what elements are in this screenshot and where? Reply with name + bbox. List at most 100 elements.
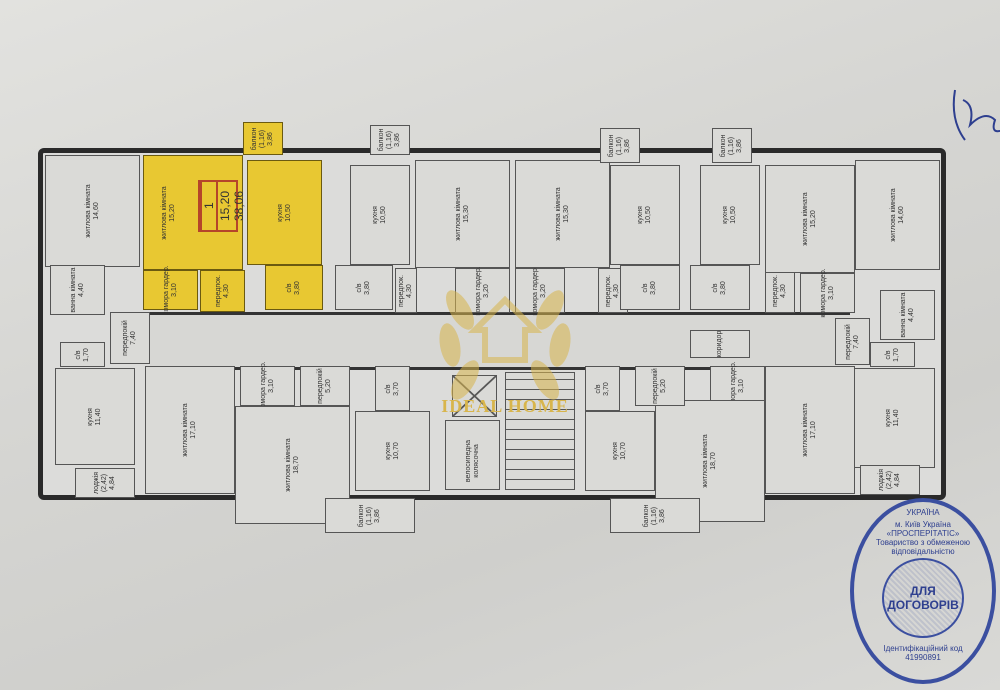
stamp-center-line1: ДЛЯ — [910, 584, 936, 598]
room-name: балкон — [251, 127, 258, 150]
room-area: 3,86 — [736, 138, 743, 153]
stamp-border-text: УКРАЇНА — [906, 508, 940, 517]
room: комора гардер.3,10 — [800, 268, 855, 318]
room-name: балкон — [720, 134, 727, 157]
room-label: передпок.4,30 — [772, 274, 788, 306]
room-area: 3,10 — [170, 283, 178, 297]
stamp-ring-text: м. Київ Україна «ПРОСПЕРІТАТІС» Товарист… — [875, 520, 970, 556]
room-name: житлова кімната — [284, 438, 292, 492]
room-name: житлова кімната — [161, 185, 168, 240]
room-name: коридор — [716, 330, 723, 358]
room-label: передпок.4,30 — [215, 275, 231, 307]
room-area: 18,70 — [710, 452, 717, 470]
room-label: передпок.4,30 — [605, 274, 621, 306]
room-area: 4,84 — [109, 476, 116, 490]
room-area: 7,40 — [130, 331, 137, 345]
room-name: передпок. — [398, 274, 405, 307]
room-name: ванна кімната — [69, 267, 77, 313]
room-area: 15,20 — [810, 210, 817, 228]
room-area: 15,30 — [562, 205, 570, 223]
room: коридор — [690, 330, 750, 358]
room-name: житлова кімната — [889, 188, 897, 242]
room-label: лоджія(2,42)4,84 — [878, 469, 902, 491]
room-extra: (1,16) — [386, 130, 393, 150]
room-area: 3,86 — [374, 508, 381, 523]
room-label: коридор — [716, 331, 724, 358]
room-name: передпокій — [122, 320, 129, 356]
stamp-center-line2: ДОГОВОРІВ — [887, 598, 959, 612]
room-extra: (1,16) — [616, 136, 623, 155]
room-label: комора гардер.3,10 — [820, 268, 836, 317]
room-label: балкон(1,16)3,86 — [251, 127, 275, 150]
room-area: 3,80 — [364, 280, 371, 295]
room-name: с/в — [286, 282, 293, 293]
room: передпок.4,30 — [395, 268, 417, 313]
room-area: 3,70 — [602, 381, 610, 396]
room: балкон(1,16)3,86 — [243, 122, 283, 155]
room-area: 10,50 — [645, 206, 652, 224]
room-area: 4,40 — [907, 308, 915, 322]
stamp-code-text: Ідентифікаційний код 41990891 — [883, 644, 963, 662]
room-name: житлова кімната — [554, 187, 562, 241]
room-area: 15,30 — [462, 205, 470, 223]
room-name: с/в — [642, 282, 649, 293]
room-extra: (1,16) — [259, 129, 266, 148]
room-area: 3,70 — [392, 381, 400, 396]
room: лоджія(2,42)4,84 — [75, 468, 135, 498]
room-name: лоджія — [93, 471, 100, 495]
room: передпок.4,30 — [200, 270, 245, 312]
apartment-badge: 1 15,20 38,06 — [198, 180, 246, 232]
room: балкон(1,16)3,86 — [712, 128, 752, 163]
room-area: 3,80 — [720, 280, 727, 295]
room-area: 1,70 — [892, 347, 900, 362]
room-name: кухня — [612, 442, 619, 460]
room-area: 3,80 — [294, 280, 301, 295]
room: лоджія(2,42)4,84 — [860, 465, 920, 495]
room-name: житлова кімната — [454, 187, 462, 241]
room-name: передпок. — [772, 274, 779, 307]
room-extra: (1,16) — [728, 136, 735, 155]
room-area: 3,86 — [624, 138, 631, 153]
laurel-logo-watermark — [439, 290, 571, 400]
room-area: 11,40 — [892, 409, 900, 427]
company-stamp: УКРАЇНА м. Київ Україна «ПРОСПЕРІТАТІС» … — [850, 498, 996, 684]
room-name: житлова кімната — [802, 403, 809, 457]
room: балкон(1,16)3,86 — [370, 125, 410, 155]
room-extra: (2,42) — [101, 473, 108, 493]
room-label: комора гардер.3,10 — [260, 361, 276, 410]
room-name: балкон — [643, 504, 650, 527]
room-area: 15,20 — [169, 203, 176, 222]
room: комора гардер.3,10 — [240, 361, 295, 411]
room-area: 4,30 — [222, 284, 230, 298]
room-label: лоджія(2,42)4,84 — [93, 472, 117, 494]
